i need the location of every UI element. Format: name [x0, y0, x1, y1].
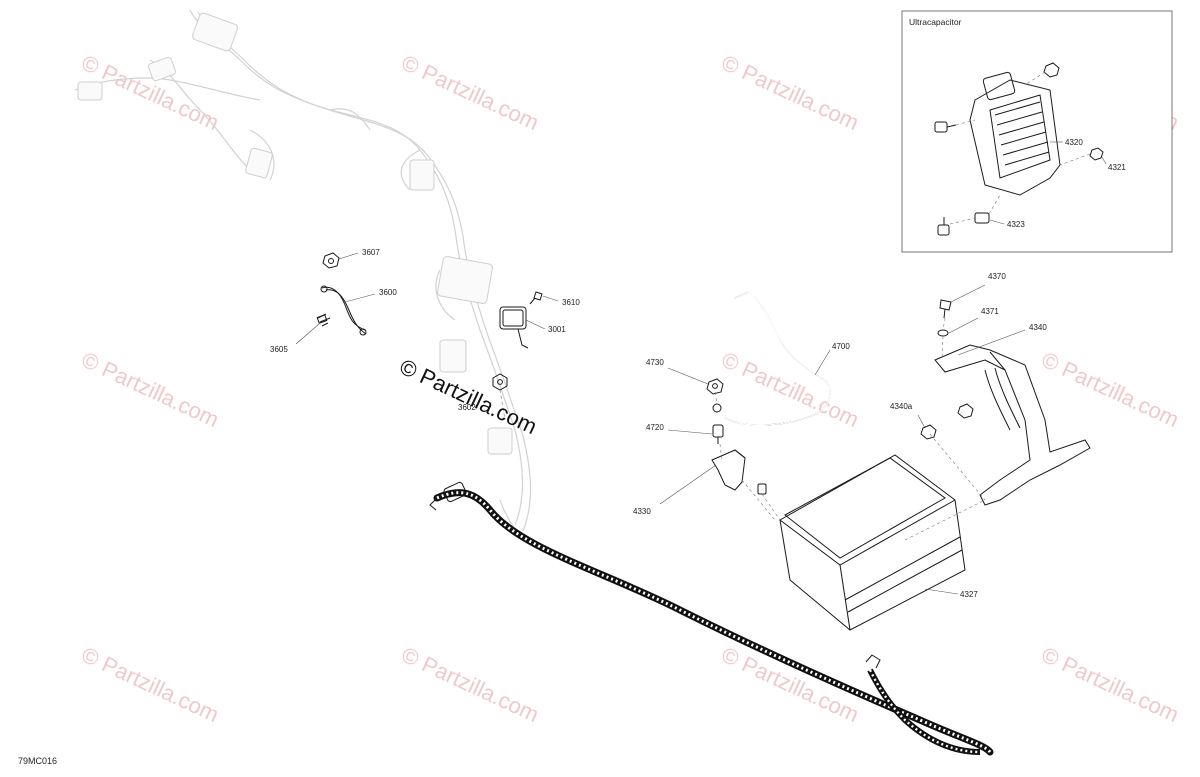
inset-label-4320: 4320: [1065, 138, 1083, 147]
callout-4340a: 4340a: [890, 402, 913, 411]
callout-4371: 4371: [981, 307, 999, 316]
terminal-cover-icon: [711, 449, 746, 491]
inset-label-4323: 4323: [1007, 220, 1025, 229]
nut-icon: [492, 373, 508, 391]
watermark-text: © Partzilla.com: [78, 347, 223, 432]
cable-terminal-icon: [429, 497, 438, 511]
callout-4370: 4370: [988, 272, 1006, 281]
callout-4720: 4720: [646, 423, 664, 432]
callout-3610: 3610: [562, 298, 580, 307]
nut-icon: [920, 424, 937, 440]
nut-icon: [706, 378, 724, 395]
watermark-text: © Partzilla.com: [718, 50, 863, 135]
callout-3001: 3001: [548, 325, 566, 334]
main-watermark-text: © Partzilla.com: [396, 354, 541, 439]
watermark-text: © Partzilla.com: [1038, 347, 1183, 432]
main-watermark: © Partzilla.com: [396, 354, 541, 439]
callout-leaders: [295, 252, 1026, 595]
callout-3605: 3605: [270, 345, 288, 354]
inset-title: Ultracapacitor: [909, 17, 962, 27]
watermark-text: © Partzilla.com: [1038, 642, 1183, 727]
callout-4730: 4730: [646, 358, 664, 367]
ultracapacitor-inset: Ultracapacitor 4320 4321 4323: [901, 10, 1173, 253]
callout-3607: 3607: [362, 248, 380, 257]
ultracapacitor-icon: [969, 79, 1061, 196]
watermark-text: © Partzilla.com: [78, 642, 223, 727]
bolt-icon: [712, 424, 724, 438]
nut-icon: [957, 403, 974, 419]
callout-3602: 3602: [458, 403, 476, 412]
watermark-text: © Partzilla.com: [398, 642, 543, 727]
washer-icon: [937, 329, 949, 337]
battery-bracket-4340: [920, 299, 1091, 506]
wiring-harness-drawing: [74, 9, 532, 532]
assembly-lines: [499, 317, 986, 541]
bolt-icon: [317, 313, 331, 327]
watermark-text: © Partzilla.com: [718, 347, 863, 432]
ground-strap-assembly: [316, 252, 367, 336]
bolt-icon: [939, 299, 952, 311]
battery-hardware: [706, 378, 767, 495]
battery-cable-harness: [429, 481, 994, 756]
inset-label-4321: 4321: [1108, 163, 1126, 172]
bolt-icon: [757, 483, 767, 495]
nut-icon: [322, 252, 340, 269]
ground-strap-icon: [321, 286, 366, 331]
callout-4340: 4340: [1029, 323, 1047, 332]
connector-icon: [982, 71, 1016, 101]
nut-icon: [1089, 147, 1104, 161]
battery-4327: [779, 454, 966, 631]
connector-assembly: [492, 291, 543, 391]
callout-4700: 4700: [832, 342, 850, 351]
callout-4327: 4327: [960, 590, 978, 599]
diagram-code: 79MC016: [18, 756, 57, 766]
watermark-text: © Partzilla.com: [398, 50, 543, 135]
callout-3600: 3600: [379, 288, 397, 297]
bolt-icon: [533, 291, 543, 301]
callout-4330: 4330: [633, 507, 651, 516]
callout-labels: 3607 3600 3605 3610 3001 3602 4370 4371 …: [270, 248, 1047, 599]
cable-terminal-icon: [712, 403, 722, 413]
cable-terminal-icon: [865, 654, 881, 669]
connector-icon: [499, 306, 527, 330]
nut-icon: [1043, 62, 1060, 78]
